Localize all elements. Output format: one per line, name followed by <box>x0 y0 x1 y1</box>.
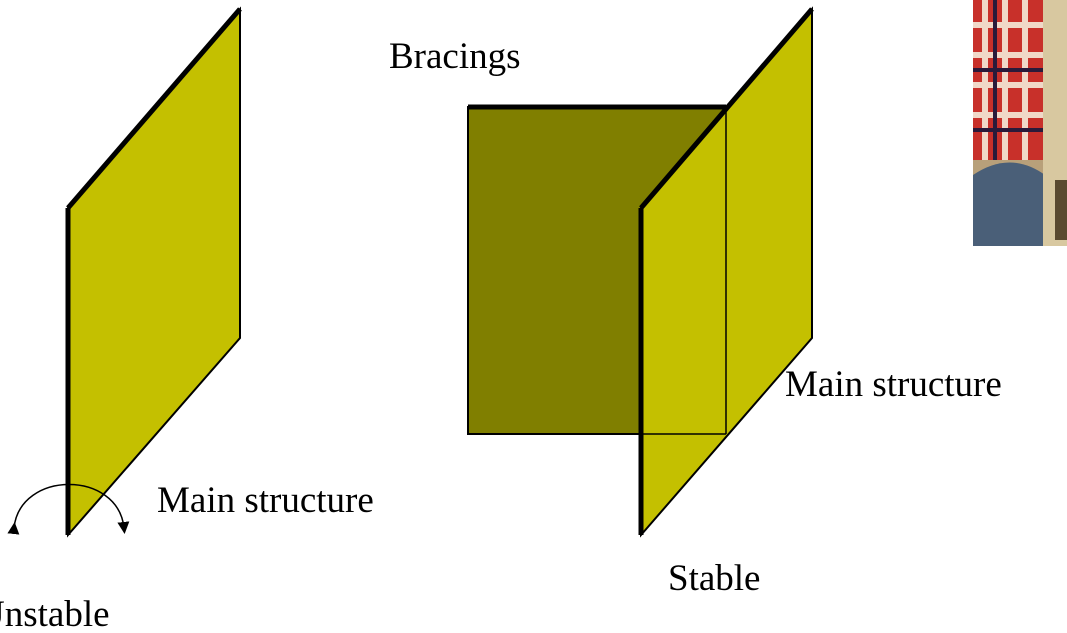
stable-label: Stable <box>668 558 760 599</box>
main-structure-panel-left <box>67 6 241 538</box>
main-structure-label-right: Main structure <box>785 364 1002 405</box>
unstable-structure-group <box>7 6 242 538</box>
stable-structure-group <box>467 6 814 538</box>
rotation-arrow-icon <box>7 483 130 535</box>
photo-thumbnail <box>973 0 1067 246</box>
unstable-label: Unstable <box>0 594 110 633</box>
bracings-label: Bracings <box>389 36 521 77</box>
main-structure-label-left: Main structure <box>157 480 374 521</box>
panel-left-top-edge <box>66 7 242 210</box>
